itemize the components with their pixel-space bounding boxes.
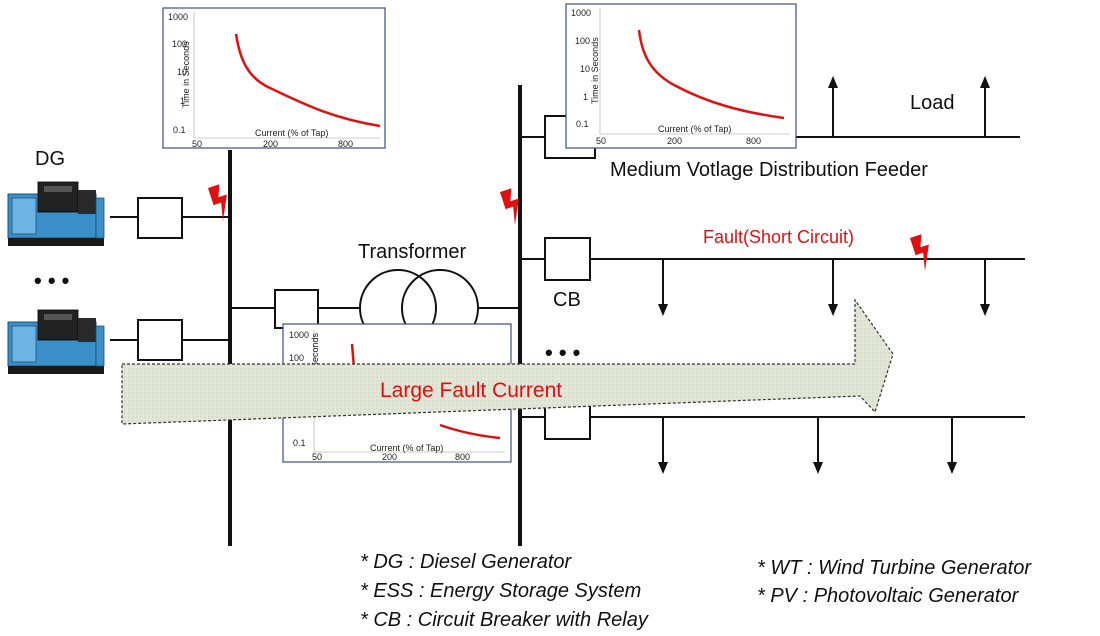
load-label: Load xyxy=(910,92,955,114)
arrow-down-icon xyxy=(813,417,823,474)
x-axis-label: Current (% of Tap) xyxy=(370,443,443,453)
dg-label: DG xyxy=(35,148,65,170)
x-axis-label: Current (% of Tap) xyxy=(658,124,731,134)
relay-curve-line xyxy=(637,29,785,120)
xtick: 50 xyxy=(312,452,322,462)
legend-item: * CB : Circuit Breaker with Relay xyxy=(360,609,649,631)
generator-ellipsis: • • • xyxy=(34,268,69,293)
ytick: 1 xyxy=(583,92,588,102)
fault-label: Fault(Short Circuit) xyxy=(703,227,854,247)
x-axis-label: Current (% of Tap) xyxy=(255,128,328,138)
legend-item: * WT : Wind Turbine Generator xyxy=(757,557,1032,579)
legend-item: * PV : Photovoltaic Generator xyxy=(757,585,1020,607)
breaker-transformer-primary xyxy=(274,289,319,329)
transformer-label: Transformer xyxy=(358,241,467,263)
xtick: 800 xyxy=(746,136,761,146)
breaker-gen1 xyxy=(137,197,183,239)
arrow-down-icon xyxy=(947,417,957,474)
arrow-up-icon xyxy=(980,76,990,137)
left-bus xyxy=(110,150,360,546)
ytick: 0.1 xyxy=(576,119,589,129)
xtick: 200 xyxy=(263,139,278,149)
relay-curve-panel-top-left: 1000 100 10 1 0.1 Time in Seconds Curren… xyxy=(162,7,386,149)
ytick: 10 xyxy=(580,64,590,74)
relay-curve-line xyxy=(234,33,381,128)
arrow-down-icon xyxy=(828,259,838,316)
xtick: 200 xyxy=(667,136,682,146)
ytick: 100 xyxy=(289,353,304,363)
ytick: 1000 xyxy=(168,12,188,22)
xtick: 800 xyxy=(455,452,470,462)
legend-item: * DG : Diesel Generator xyxy=(360,551,573,573)
cb-label: CB xyxy=(553,289,581,311)
ytick: 10 xyxy=(177,67,187,77)
arrow-down-icon xyxy=(980,259,990,316)
ytick: 1000 xyxy=(571,8,591,18)
diesel-generator-icon xyxy=(7,309,105,375)
y-axis-label: Seconds xyxy=(310,332,320,368)
lightning-bolt-icon xyxy=(910,233,937,273)
relay-curve-line xyxy=(439,423,501,440)
xtick: 50 xyxy=(596,136,606,146)
xtick: 50 xyxy=(192,139,202,149)
breaker-gen2 xyxy=(137,319,183,361)
arrow-down-icon xyxy=(658,259,668,316)
feeder-ellipsis: • • • xyxy=(545,340,580,365)
ytick: 100 xyxy=(575,36,590,46)
lightning-bolt-icon xyxy=(500,187,527,227)
ytick: 1 xyxy=(180,96,185,106)
legend-item: * ESS : Energy Storage System xyxy=(360,580,641,602)
y-axis-label: Time in Seconds xyxy=(181,41,191,108)
ytick: 0.1 xyxy=(293,438,306,448)
ytick: 1000 xyxy=(289,330,309,340)
diesel-generator-icon xyxy=(7,181,105,247)
fault-current-label: Large Fault Current xyxy=(380,379,562,402)
fault-current-arrow xyxy=(121,298,894,425)
arrow-down-icon xyxy=(658,417,668,474)
ytick: 100 xyxy=(172,39,187,49)
arrow-up-icon xyxy=(828,76,838,137)
cb-breaker xyxy=(544,237,591,281)
ytick: 0.1 xyxy=(173,125,186,135)
y-axis-label: Time in Seconds xyxy=(590,37,600,104)
xtick: 200 xyxy=(382,452,397,462)
relay-curve-panel-top-right: 1000 100 10 1 0.1 Time in Seconds Curren… xyxy=(565,3,797,149)
xtick: 800 xyxy=(338,139,353,149)
feeder-label: Medium Votlage Distribution Feeder xyxy=(610,159,928,181)
